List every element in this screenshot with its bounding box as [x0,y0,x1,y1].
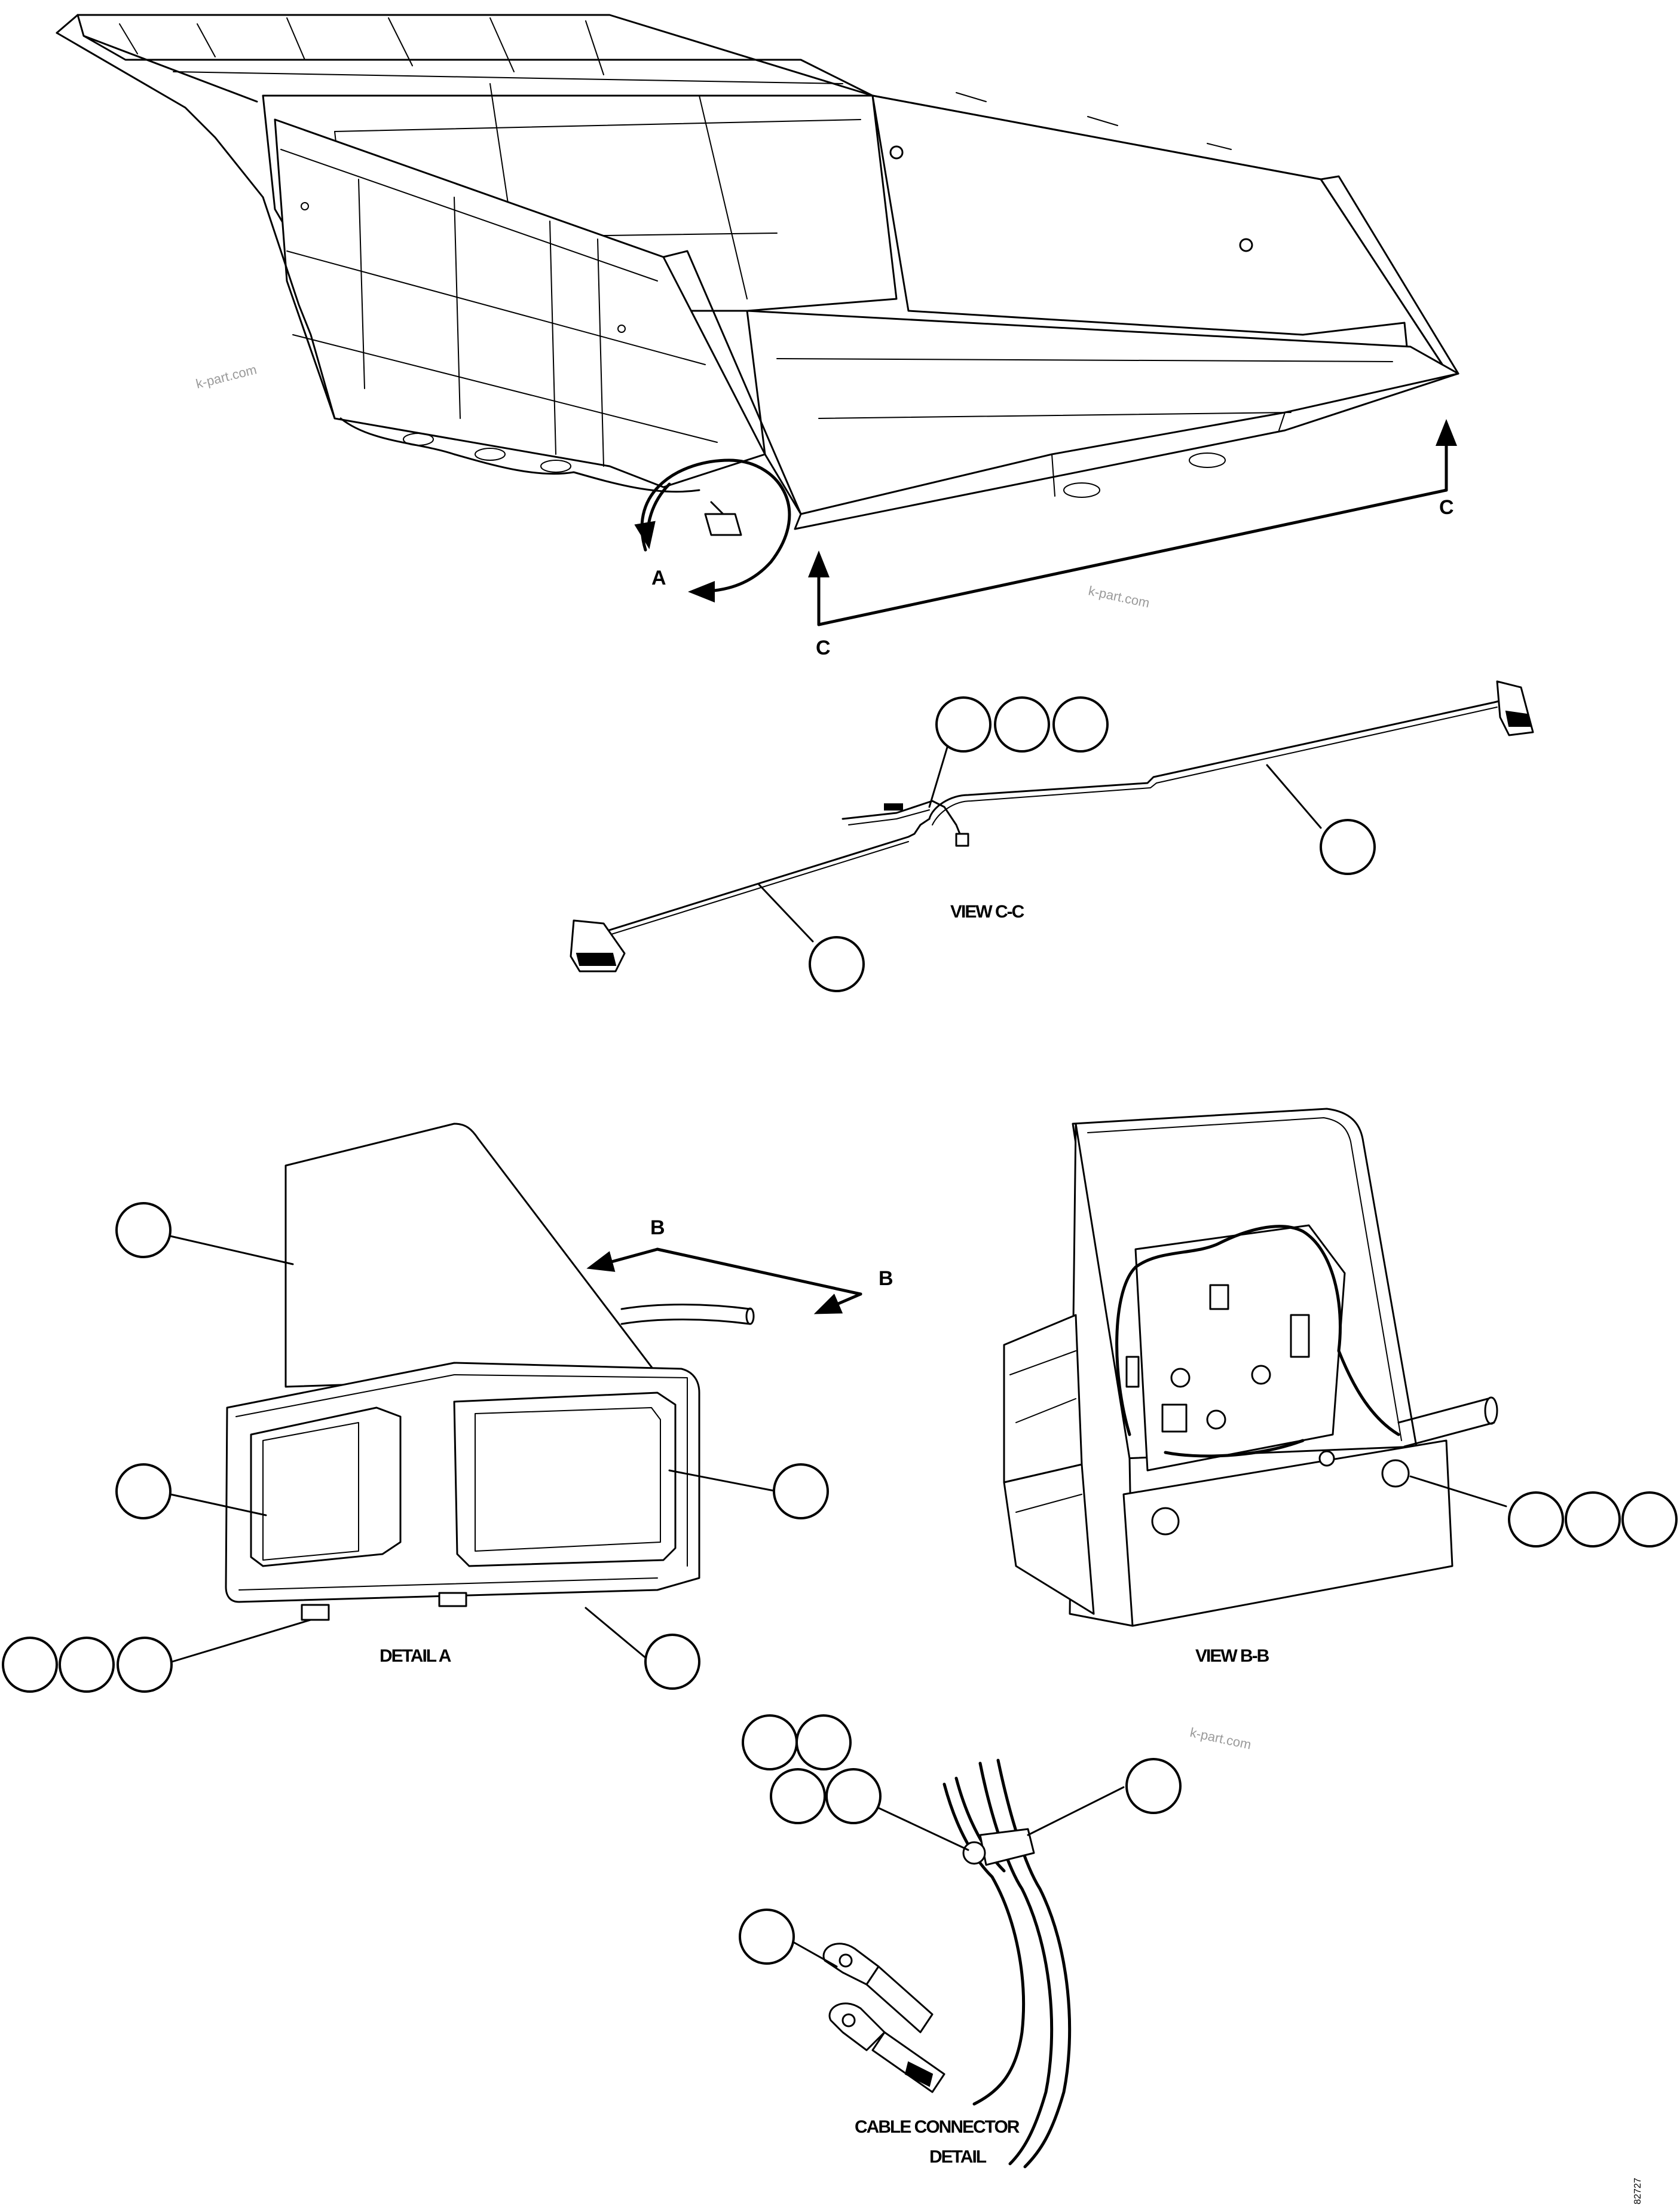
balloon-a-5 [2,1637,58,1693]
balloon-cc-2 [994,696,1050,753]
balloon-cc-4 [1320,819,1376,875]
caption-detail-a: DETAIL A [380,1646,451,1666]
detail-a-illustration: B B DETAIL A [2,1123,893,1693]
balloon-cable-4 [825,1768,882,1824]
figure-code: 82727 [1633,2178,1643,2204]
view-cc-harness: VIEW C-C [570,680,1534,992]
balloon-bb-3 [1621,1491,1678,1548]
section-letter-b-1: B [650,1216,665,1239]
balloon-cable-6 [739,1909,795,1965]
balloon-bb-1 [1508,1491,1564,1548]
dump-body-illustration [56,14,1459,536]
balloon-bb-2 [1565,1491,1621,1548]
watermark-2: k-part.com [1087,583,1151,610]
balloon-cable-5 [1125,1758,1182,1814]
watermark-3: k-part.com [1189,1724,1253,1752]
balloon-cc-5 [809,936,865,992]
balloon-cc-3 [1052,696,1109,753]
cable-connector-illustration: CABLE CONNECTOR DETAIL [739,1714,1182,2169]
section-letter-c-right: C [1439,496,1454,519]
caption-view-bb: VIEW B-B [1195,1646,1269,1666]
balloon-a-4 [644,1634,700,1690]
balloon-a-6 [59,1637,115,1693]
balloon-a-1 [115,1202,172,1258]
caption-cable-connector: CABLE CONNECTOR [855,2117,1020,2137]
caption-view-cc: VIEW C-C [950,902,1024,922]
section-letter-b-2: B [879,1267,893,1290]
view-bb-illustration: VIEW B-B [1003,1108,1678,1666]
balloon-a-2 [115,1463,172,1519]
section-letter-c-left: C [816,637,831,659]
balloon-a-3 [773,1463,829,1519]
balloon-cable-2 [795,1714,852,1770]
balloon-cable-3 [770,1768,826,1824]
watermark-1: k-part.com [194,362,258,391]
caption-cable-connector-detail: DETAIL [929,2147,987,2167]
balloon-a-7 [117,1637,173,1693]
section-c-arrows: C C [808,419,1457,659]
detail-a-callout: A [634,458,791,603]
section-letter-a: A [651,567,666,589]
balloon-cable-1 [742,1714,798,1770]
balloon-cc-1 [935,696,992,753]
